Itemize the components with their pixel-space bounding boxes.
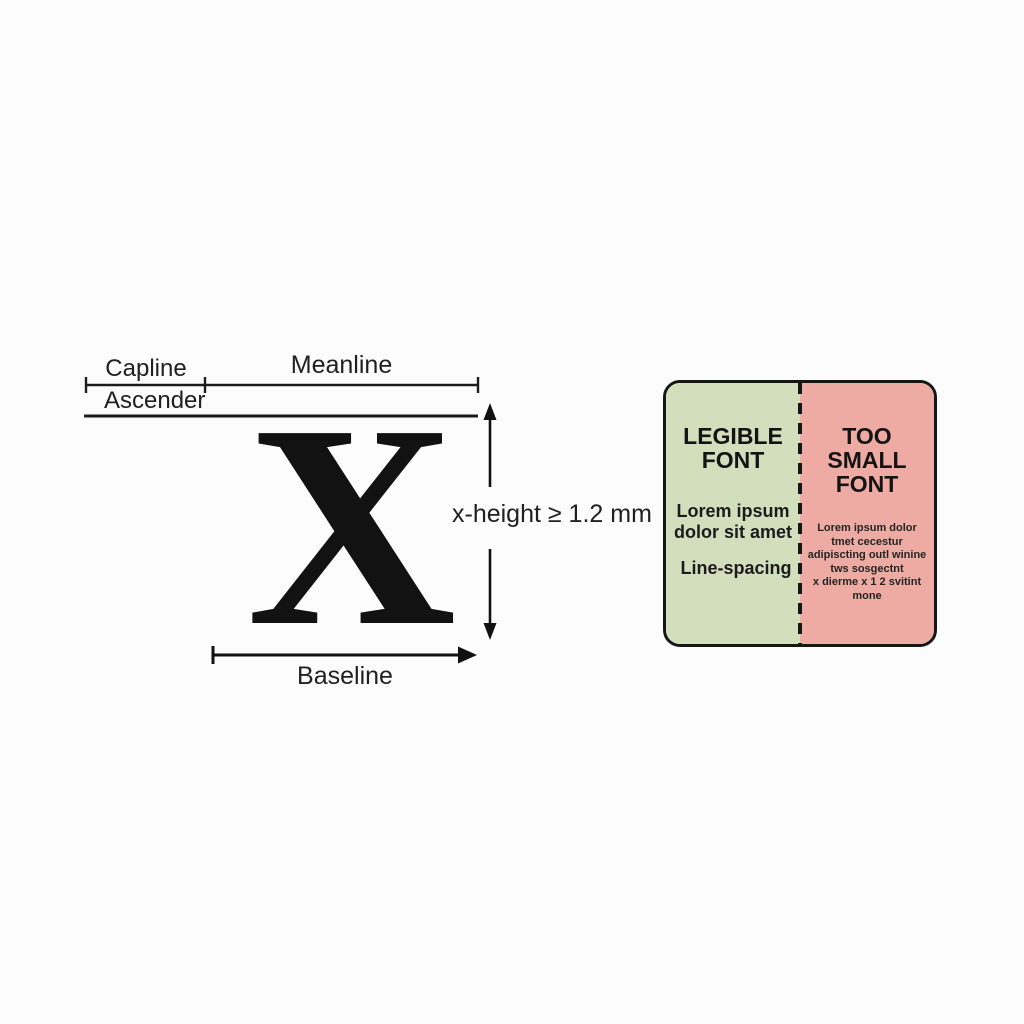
sample-line: Lorem ipsum dolor: [817, 522, 917, 534]
font-comparison-card: LEGIBLE FONT Lorem ipsum dolor sit amet …: [663, 380, 937, 647]
specimen-letter-x: X: [247, 365, 457, 686]
x-height-label: x-height ≥ 1.2 mm: [452, 500, 652, 528]
baseline-label: Baseline: [297, 662, 393, 690]
capline-label: Capline: [105, 355, 187, 382]
sample-line: mone: [852, 589, 882, 602]
line-spacing-label: Line-spacing: [680, 558, 792, 578]
legible-font-title: LEGIBLE FONT: [683, 423, 783, 473]
too-small-font-panel: TOO SMALL FONT Lorem ipsum dolor tmet ce…: [800, 383, 934, 644]
x-height-arrow: [483, 403, 497, 640]
meanline-label: Meanline: [290, 351, 393, 379]
too-small-font-sample-text: Lorem ipsum dolor tmet cecestur adipisct…: [804, 522, 930, 603]
legible-font-panel: LEGIBLE FONT Lorem ipsum dolor sit amet …: [666, 383, 800, 644]
baseline-arrow: [211, 646, 477, 664]
dashed-divider: [798, 383, 802, 644]
ascender-label: Ascender: [104, 387, 206, 414]
sample-line: x dierme x 1 2 svitint: [812, 576, 922, 588]
sample-line: tmet cecestur: [831, 535, 903, 548]
capline-meanline-rule: [84, 377, 480, 393]
sample-line: tws sosgectnt: [830, 562, 904, 575]
sample-line: adipiscting outl winine: [807, 549, 927, 561]
legible-font-sample-text: Lorem ipsum dolor sit amet: [673, 501, 793, 542]
too-small-font-title: TOO SMALL FONT: [827, 423, 907, 497]
